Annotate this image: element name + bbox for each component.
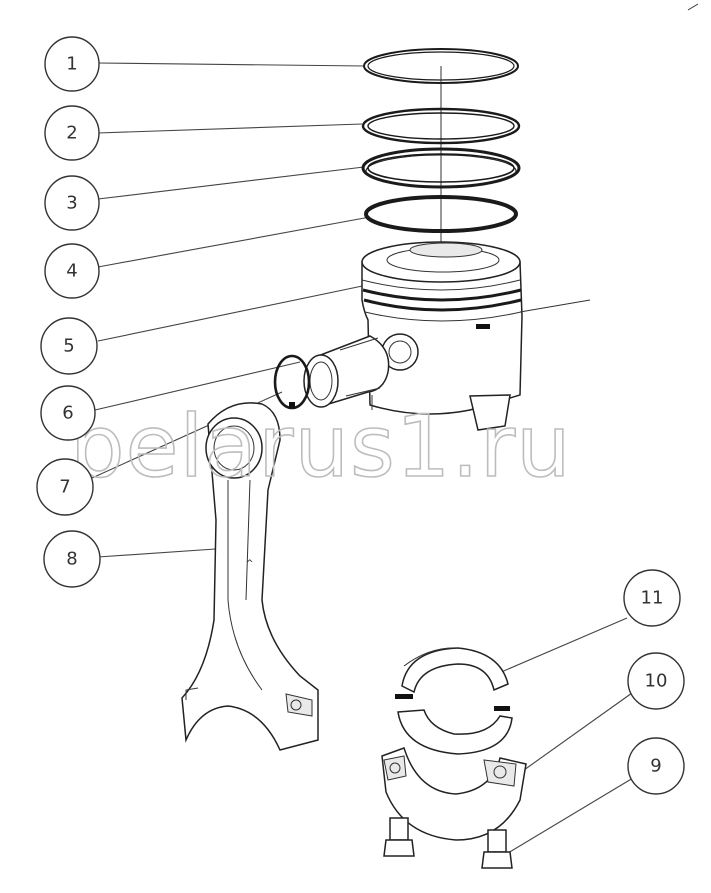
callout-label: 7: [59, 477, 70, 498]
callout-3: 3: [44, 175, 100, 231]
svg-text:^: ^: [246, 559, 254, 569]
callout-6: 6: [40, 385, 96, 441]
callout-label: 3: [66, 193, 77, 214]
leader-lines: [91, 62, 634, 854]
callout-label: 6: [62, 403, 73, 424]
callout-2: 2: [44, 105, 100, 161]
bearing-shells: [395, 647, 513, 755]
callout-label: 9: [650, 756, 661, 777]
rod-cap-bolts: [383, 817, 513, 869]
callout-7: 7: [36, 458, 94, 516]
callout-label: 2: [66, 123, 77, 144]
callout-label: 5: [63, 336, 74, 357]
connecting-rod-cap: [381, 747, 527, 841]
watermark-text: belarus1.ru: [70, 397, 572, 497]
callout-label: 10: [645, 671, 668, 692]
piston: [361, 241, 591, 431]
callout-label: 4: [66, 261, 77, 282]
callout-4: 4: [44, 243, 100, 299]
callout-1: 1: [44, 36, 100, 92]
connecting-rod: ^: [181, 402, 319, 751]
callout-label: 8: [66, 549, 77, 570]
compression-ring-3: [361, 147, 521, 189]
piston-pin: [303, 335, 390, 408]
callout-label: 11: [641, 588, 664, 609]
callout-9: 9: [627, 737, 685, 795]
callout-5: 5: [40, 317, 98, 375]
callout-label: 1: [66, 54, 77, 75]
callout-8: 8: [43, 530, 101, 588]
compression-ring-2: [361, 107, 521, 145]
callout-11: 11: [623, 569, 681, 627]
oil-control-ring-4: [364, 195, 518, 233]
retaining-ring: [273, 354, 311, 410]
callout-10: 10: [627, 652, 685, 710]
corner-mark: [687, 3, 699, 11]
